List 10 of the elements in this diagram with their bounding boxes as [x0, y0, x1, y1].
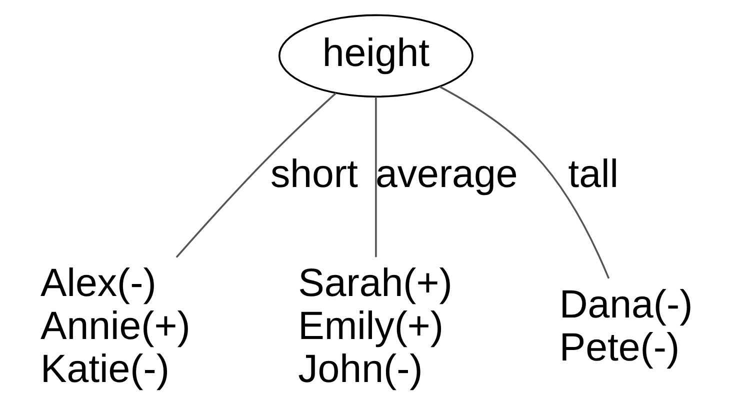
node-text: Dana(-) Pete(-) [559, 282, 693, 370]
connector [375, 96, 377, 258]
edge-label: tall [568, 152, 618, 196]
connector [176, 92, 337, 258]
node-text: Alex(-) Annie(+) Katie(-) [40, 261, 190, 391]
connector [439, 86, 610, 279]
node-ellipse: height [278, 14, 474, 98]
node-text: Sarah(+) Emily(+) John(-) [298, 261, 452, 391]
edge-label: short [270, 152, 358, 196]
edge-label: average [375, 152, 518, 196]
